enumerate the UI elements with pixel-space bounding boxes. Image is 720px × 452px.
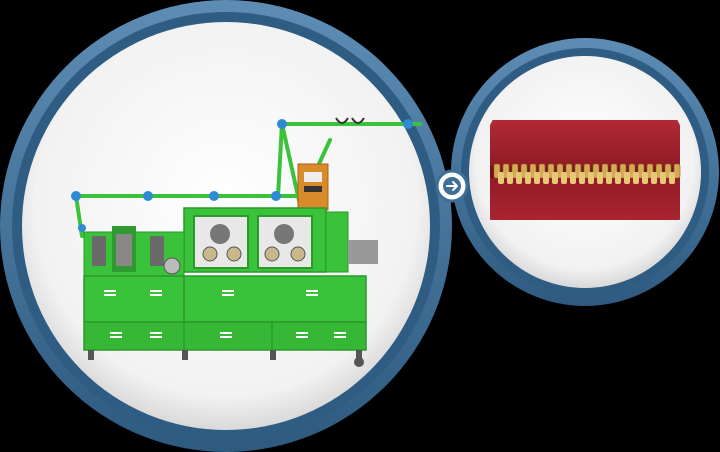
pulley-markers <box>71 119 413 232</box>
cabinet-vents <box>104 290 346 338</box>
arrow-button[interactable] <box>435 169 469 203</box>
zipper-machine-image <box>71 117 422 367</box>
zipper-closeup-image <box>490 120 681 220</box>
